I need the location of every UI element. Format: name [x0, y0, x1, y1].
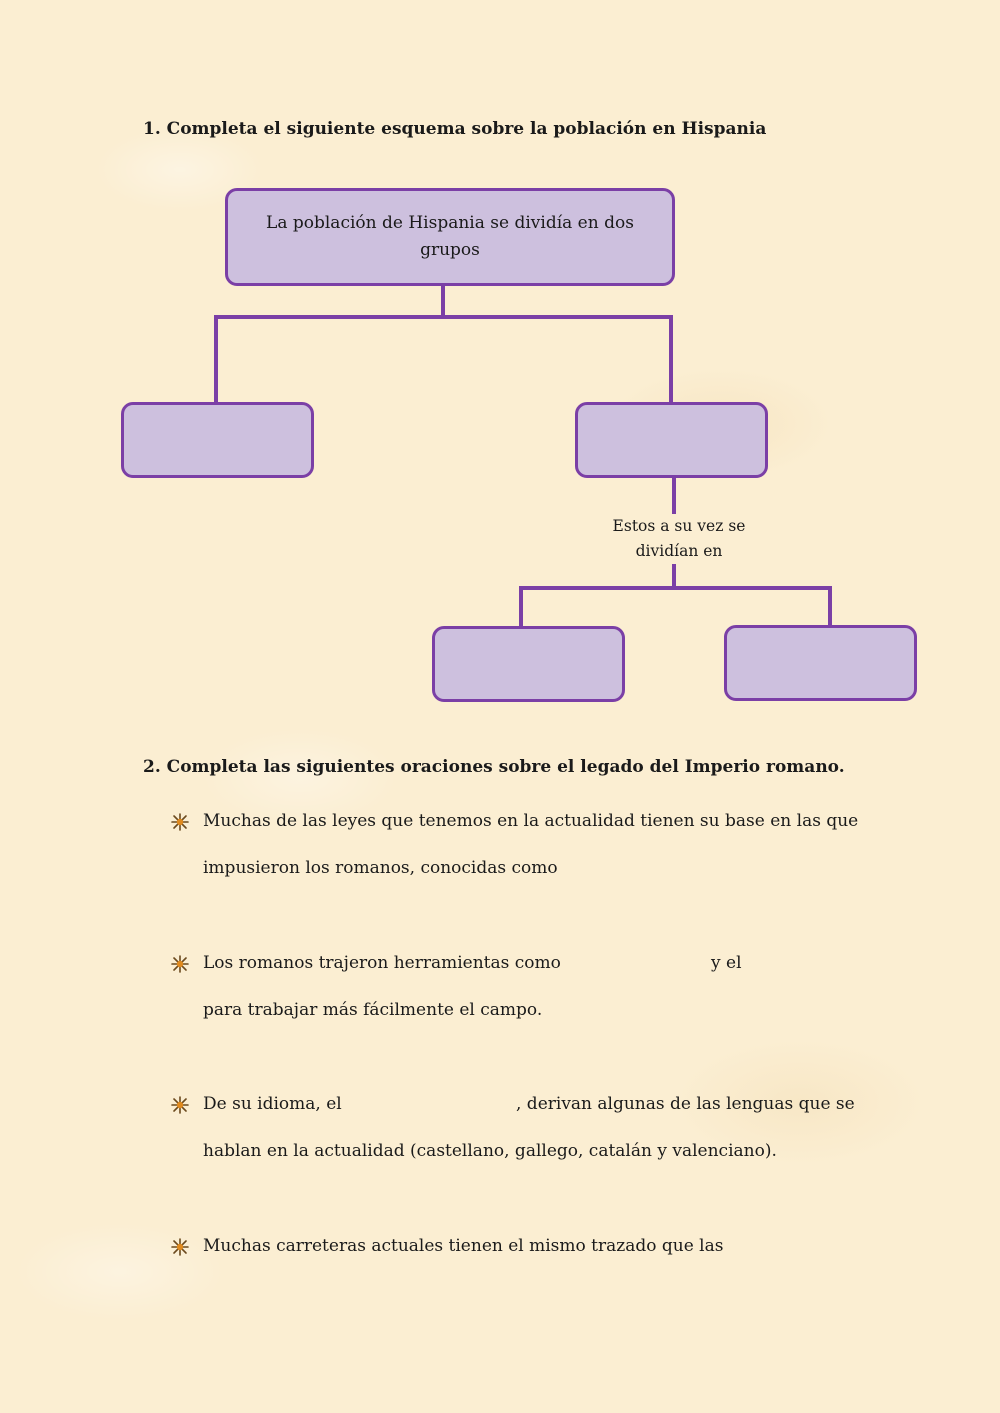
starburst-bullet-icon: [171, 955, 189, 973]
question-1-heading: 1. Completa el siguiente esquema sobre l…: [143, 119, 767, 139]
group-box-right[interactable]: [575, 402, 768, 478]
connector-sub-right-drop: [828, 586, 832, 628]
connector-sub-bar: [520, 586, 832, 590]
sentence-4-line-1: Muchas carreteras actuales tienen el mis…: [203, 1236, 724, 1256]
connector-root-bar: [216, 315, 672, 319]
subgroup-box-left[interactable]: [432, 626, 625, 702]
sentence-3-line-2: hablan en la actualidad (castellano, gal…: [203, 1141, 777, 1161]
connector-sub-left-drop: [519, 586, 523, 628]
sentence-3-line-1a: De su idioma, el: [203, 1094, 342, 1114]
sentence-1-line-2: impusieron los romanos, conocidas como: [203, 858, 558, 878]
sentence-3-line-1b: , derivan algunas de las lenguas que se: [516, 1094, 855, 1114]
subgroup-box-right[interactable]: [724, 625, 917, 701]
question-2-heading: 2. Completa las siguientes oraciones sob…: [143, 757, 845, 777]
starburst-bullet-icon: [171, 813, 189, 831]
root-box: La población de Hispania se dividía en d…: [225, 188, 675, 286]
sentence-2-line-1b: y el: [711, 953, 742, 973]
sentence-2-line-1a: Los romanos trajeron herramientas como: [203, 953, 561, 973]
root-box-text: La población de Hispania se dividía en d…: [266, 213, 634, 260]
connector-left-drop: [214, 315, 218, 403]
sub-division-label: Estos a su vez se dividían en: [600, 514, 758, 564]
group-box-left[interactable]: [121, 402, 314, 478]
connector-right-drop: [669, 315, 673, 403]
starburst-bullet-icon: [171, 1096, 189, 1114]
sentence-1-line-1: Muchas de las leyes que tenemos en la ac…: [203, 811, 859, 831]
starburst-bullet-icon: [171, 1238, 189, 1256]
sentence-2-line-2: para trabajar más fácilmente el campo.: [203, 1000, 543, 1020]
connector-root-stem: [441, 286, 445, 318]
